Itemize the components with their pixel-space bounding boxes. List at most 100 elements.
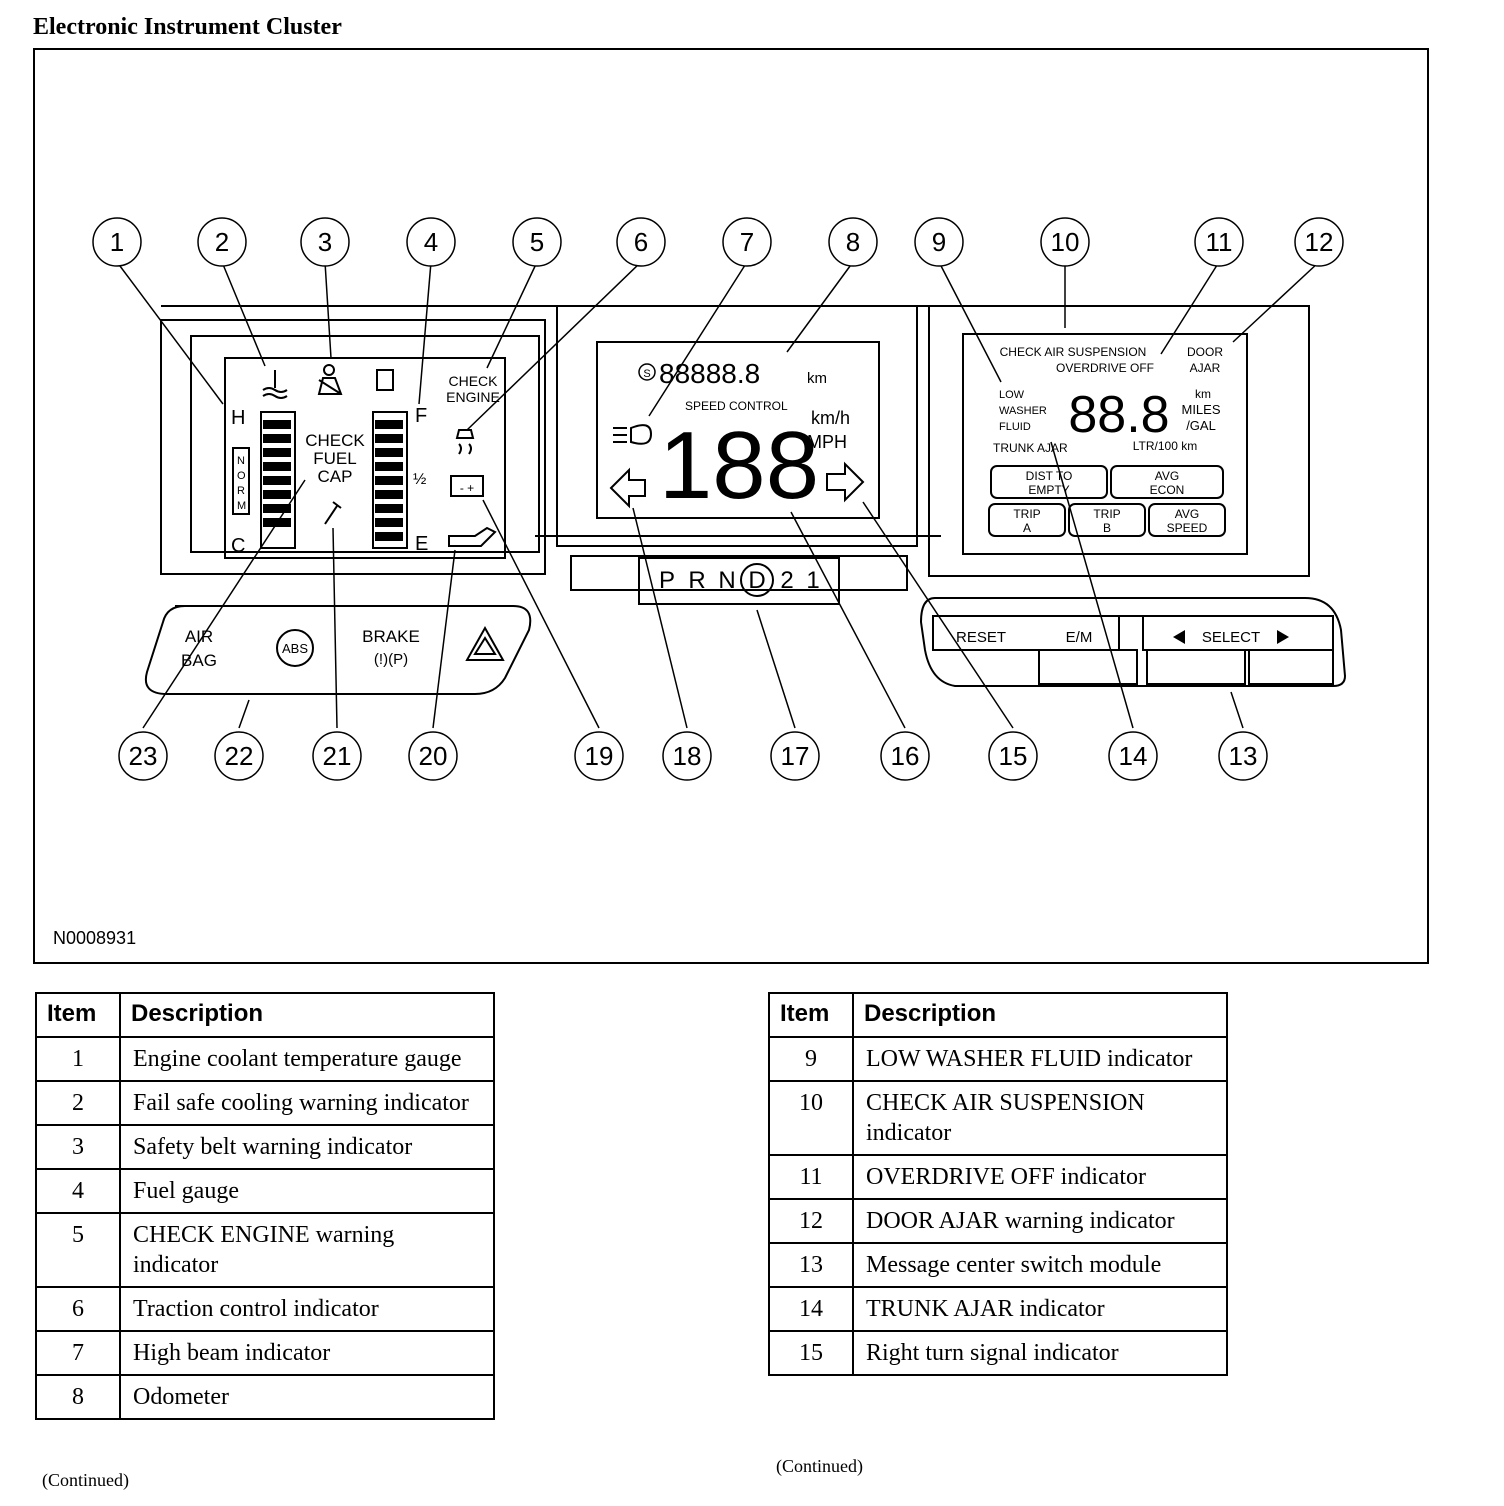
callout-16: 16 bbox=[891, 741, 920, 771]
fuel-bar-segments bbox=[375, 420, 403, 541]
gear-1: 1 bbox=[806, 567, 819, 594]
norm-n: N bbox=[237, 455, 245, 467]
check-fuel-cap-1: CHECK bbox=[305, 431, 365, 450]
callout-7: 7 bbox=[740, 227, 754, 257]
norm-o: O bbox=[237, 470, 246, 482]
speed-unit-kmh: km/h bbox=[811, 408, 850, 428]
gear-p: P bbox=[659, 567, 675, 594]
norm-r: R bbox=[237, 485, 245, 497]
high-beam-icon bbox=[630, 424, 653, 445]
callout-numbers: 1 2 3 4 5 6 7 8 9 10 11 12 13 14 15 16 1… bbox=[110, 227, 1334, 771]
trip-b-1[interactable]: TRIP bbox=[1093, 507, 1120, 521]
traction-icon bbox=[455, 429, 475, 455]
callout-19: 19 bbox=[585, 741, 614, 771]
continued-note-right: (Continued) bbox=[776, 1456, 863, 1476]
low-washer-2: WASHER bbox=[999, 405, 1047, 417]
check-air-suspension-label: CHECK AIR SUSPENSION bbox=[1000, 345, 1147, 359]
check-fuel-cap-2: FUEL bbox=[313, 449, 356, 468]
left-turn-icon bbox=[609, 467, 646, 509]
gear-r: R bbox=[688, 567, 705, 594]
callout-17: 17 bbox=[781, 741, 810, 771]
header-item: Item bbox=[768, 992, 854, 1038]
callout-6: 6 bbox=[634, 227, 648, 257]
callout-8: 8 bbox=[846, 227, 860, 257]
avg-econ-1[interactable]: AVG bbox=[1155, 469, 1179, 483]
fuel-empty-label: E bbox=[415, 533, 428, 555]
callout-14: 14 bbox=[1119, 741, 1148, 771]
callout-9: 9 bbox=[932, 227, 946, 257]
callout-circles bbox=[92, 217, 1344, 781]
trip-a-1[interactable]: TRIP bbox=[1013, 507, 1040, 521]
wrench-icon bbox=[324, 501, 342, 525]
gear-n: N bbox=[718, 567, 735, 594]
avg-speed-1[interactable]: AVG bbox=[1175, 507, 1199, 521]
right-turn-icon bbox=[826, 461, 865, 503]
check-fuel-cap-3: CAP bbox=[318, 467, 353, 486]
speed-unit-mph: MPH bbox=[807, 432, 847, 452]
dist-empty-1[interactable]: DIST TO bbox=[1026, 469, 1073, 483]
avg-speed-2[interactable]: SPEED bbox=[1167, 521, 1208, 535]
reset-button[interactable]: RESET bbox=[956, 629, 1006, 646]
select-button[interactable]: SELECT bbox=[1202, 629, 1260, 646]
callout-22: 22 bbox=[225, 741, 254, 771]
cluster-diagram: 1 2 3 4 5 6 7 8 9 10 11 12 13 14 15 16 1… bbox=[92, 217, 1347, 781]
switch-module-outline bbox=[919, 597, 1347, 687]
em-button[interactable]: E/M bbox=[1066, 629, 1093, 646]
temp-cold-label: C bbox=[231, 535, 245, 557]
figure-code: N0008931 bbox=[53, 928, 137, 948]
drive-circle bbox=[740, 563, 774, 597]
header-description: Description bbox=[119, 992, 495, 1038]
norm-m: M bbox=[237, 500, 246, 512]
low-washer-3: FLUID bbox=[999, 421, 1031, 433]
gear-d: D bbox=[748, 567, 765, 594]
speed-control-label: SPEED CONTROL bbox=[685, 399, 788, 413]
callout-12: 12 bbox=[1305, 227, 1334, 257]
abs-label: ABS bbox=[282, 641, 308, 656]
callout-13: 13 bbox=[1229, 741, 1258, 771]
airbag-1: AIR bbox=[185, 627, 213, 646]
callout-2: 2 bbox=[215, 227, 229, 257]
dist-empty-2[interactable]: EMPTY bbox=[1028, 483, 1069, 497]
callout-3: 3 bbox=[318, 227, 332, 257]
callout-4: 4 bbox=[424, 227, 438, 257]
mc-unit-gal: /GAL bbox=[1186, 418, 1216, 433]
low-washer-1: LOW bbox=[999, 389, 1025, 401]
battery-symbols: - + bbox=[460, 481, 474, 495]
mc-unit-miles: MILES bbox=[1181, 402, 1220, 417]
door-ajar-2: AJAR bbox=[1190, 361, 1221, 375]
header-item: Item bbox=[35, 992, 121, 1038]
check-engine-2: ENGINE bbox=[446, 389, 500, 405]
trip-a-2[interactable]: A bbox=[1023, 521, 1031, 535]
fuel-pump-icon bbox=[376, 369, 394, 391]
callout-23: 23 bbox=[129, 741, 158, 771]
speed-digits: 188 bbox=[659, 412, 819, 519]
trip-b-2[interactable]: B bbox=[1103, 521, 1111, 535]
callout-5: 5 bbox=[530, 227, 544, 257]
callout-21: 21 bbox=[323, 741, 352, 771]
odometer-unit: km bbox=[807, 370, 827, 387]
callout-11: 11 bbox=[1206, 227, 1233, 257]
battery-icon bbox=[450, 475, 484, 497]
header-description: Description bbox=[852, 992, 1228, 1038]
leader-lines bbox=[116, 261, 1320, 729]
airbag-2: BAG bbox=[181, 651, 217, 670]
gear-2: 2 bbox=[780, 567, 793, 594]
page-title: Electronic Instrument Cluster bbox=[33, 14, 342, 40]
avg-econ-2[interactable]: ECON bbox=[1150, 483, 1185, 497]
overdrive-off-label: OVERDRIVE OFF bbox=[1056, 361, 1154, 375]
continued-note-left: (Continued) bbox=[42, 1470, 129, 1490]
brake-label: BRAKE bbox=[362, 627, 420, 646]
